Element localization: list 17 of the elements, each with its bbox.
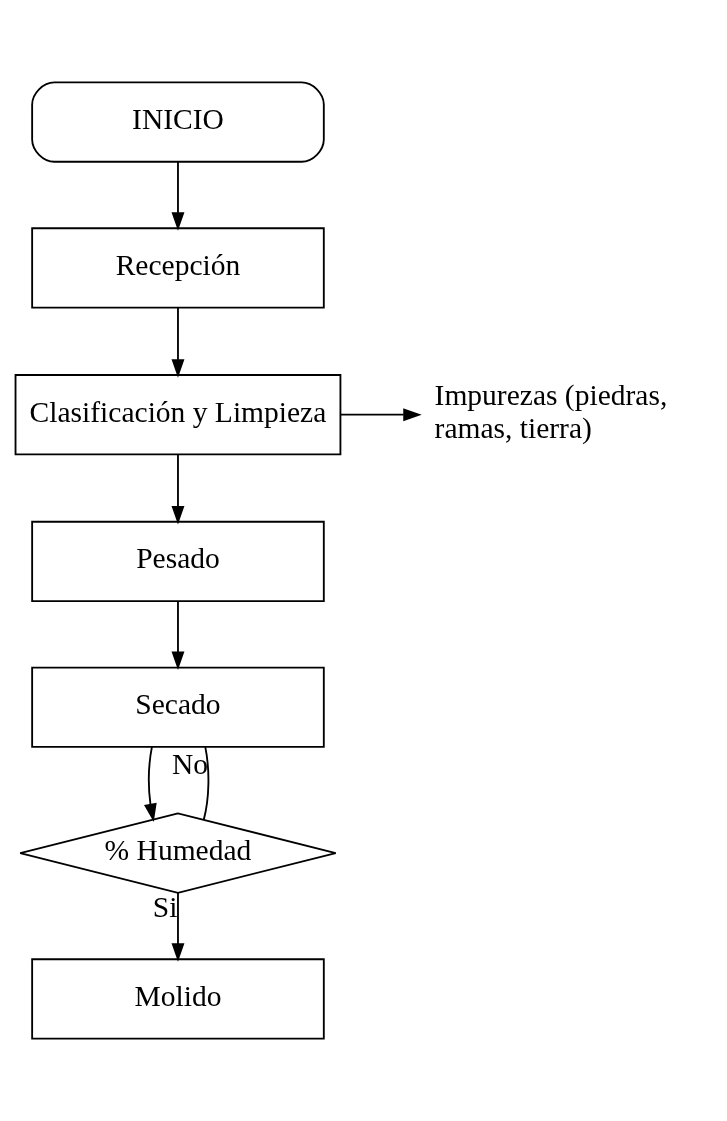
node-box: Clasificación y Limpieza <box>14 374 342 456</box>
arrow <box>171 453 185 525</box>
arrow <box>339 408 422 422</box>
edge-label: No <box>171 748 208 781</box>
connector <box>202 746 210 821</box>
arrow <box>171 600 185 670</box>
node-box: Molido <box>31 958 325 1040</box>
node-box: Recepción <box>31 227 325 309</box>
arrow <box>171 161 185 231</box>
arrow <box>171 892 185 962</box>
node-diamond: % Humedad <box>19 812 337 894</box>
node-text: Impurezas (piedras, ramas, tierra) <box>434 379 668 445</box>
arrow <box>144 746 157 823</box>
arrow <box>171 307 185 378</box>
node-box: Secado <box>31 666 325 748</box>
node-box: INICIO <box>31 81 325 163</box>
node-box: Pesado <box>31 520 325 603</box>
